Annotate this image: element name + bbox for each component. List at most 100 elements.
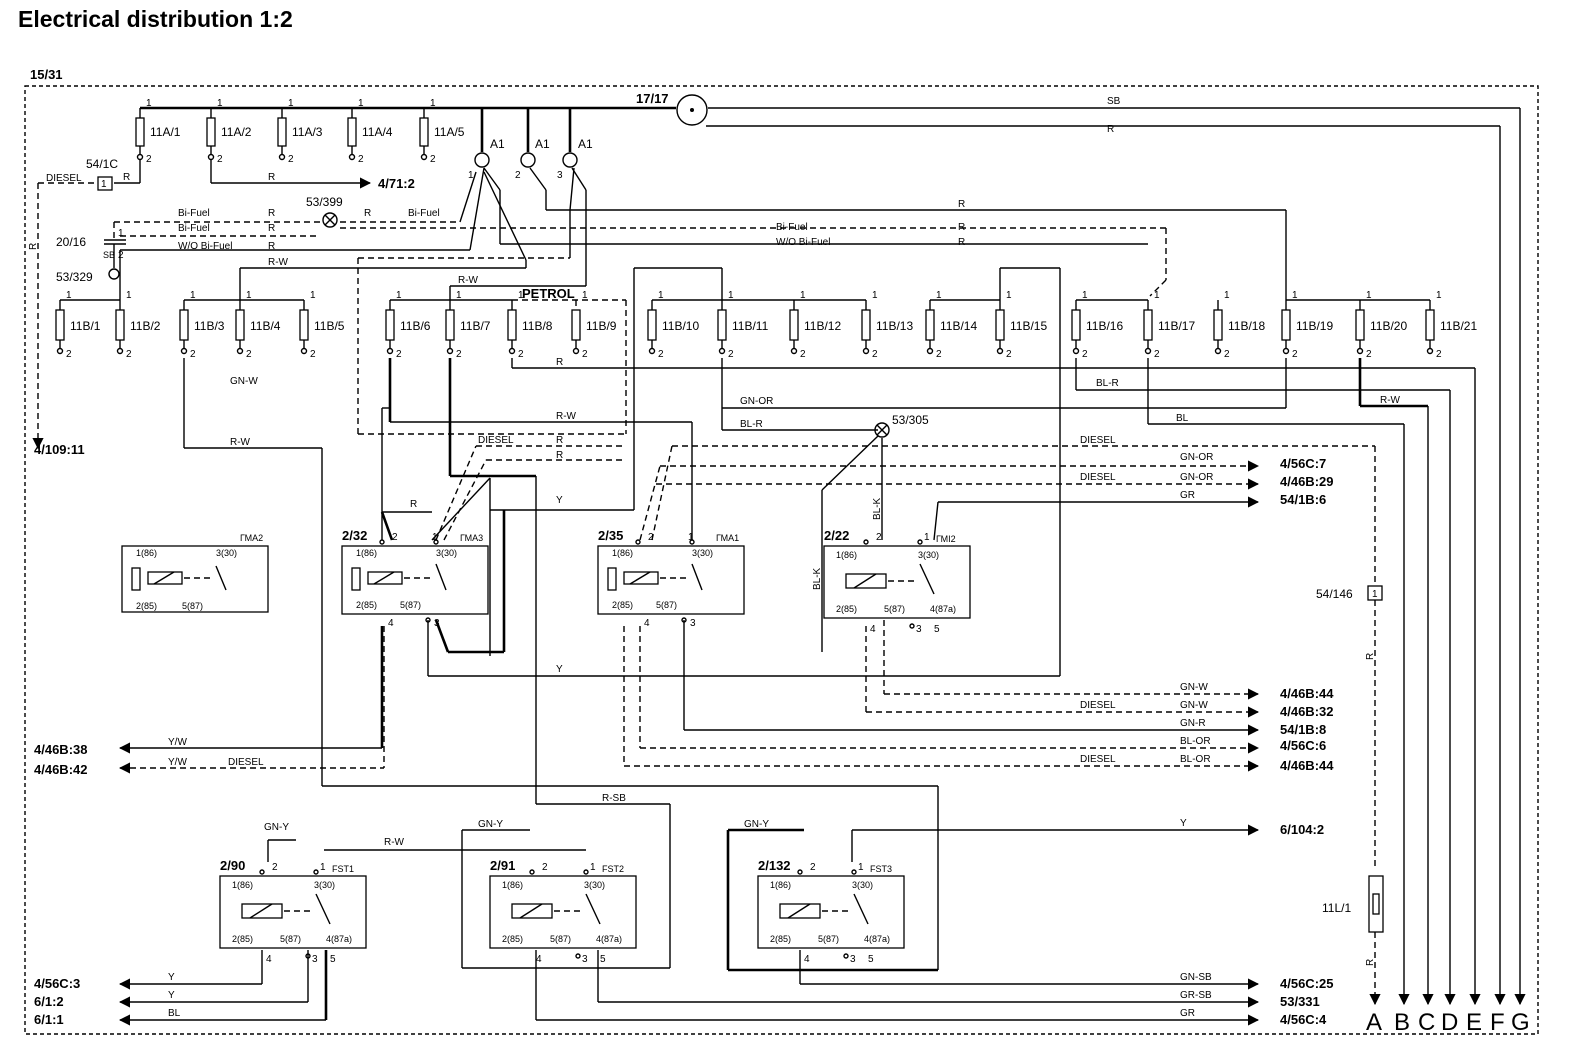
svg-text:1: 1 — [728, 290, 734, 301]
component-53-305: 53/305 — [892, 413, 929, 427]
svg-text:Y: Y — [168, 972, 175, 983]
svg-text:3(30): 3(30) — [692, 548, 713, 558]
svg-text:R-W: R-W — [268, 257, 289, 268]
svg-text:R-W: R-W — [384, 837, 405, 848]
svg-text:1: 1 — [432, 532, 438, 543]
bus-letter-f: F — [1490, 1009, 1505, 1036]
svg-text:1: 1 — [310, 290, 316, 301]
relay-id-label: 2/132 — [758, 858, 791, 873]
svg-text:1: 1 — [936, 290, 942, 301]
svg-text:1(86): 1(86) — [502, 880, 523, 890]
svg-text:11B/21: 11B/21 — [1440, 319, 1477, 333]
svg-text:5(87): 5(87) — [280, 934, 301, 944]
svg-text:2(85): 2(85) — [356, 600, 377, 610]
svg-text:DIESEL: DIESEL — [46, 173, 82, 184]
fuse-11B-3: 1 2 11B/3 — [179, 290, 225, 360]
svg-text:R: R — [556, 450, 563, 461]
svg-text:BL-K: BL-K — [872, 497, 883, 520]
svg-text:DIESEL: DIESEL — [1080, 435, 1116, 446]
svg-text:4: 4 — [644, 618, 650, 629]
svg-text:2: 2 — [872, 349, 878, 360]
fuse-11A-4: 11A/4 1 2 — [347, 98, 393, 165]
svg-text:1: 1 — [872, 290, 878, 301]
svg-text:1: 1 — [190, 290, 196, 301]
svg-text:R: R — [556, 435, 563, 446]
svg-text:3: 3 — [557, 170, 563, 181]
svg-text:2: 2 — [658, 349, 664, 360]
svg-text:1: 1 — [246, 290, 252, 301]
svg-text:GN-OR: GN-OR — [1180, 472, 1213, 483]
svg-text:2: 2 — [358, 154, 364, 165]
svg-text:11B/3: 11B/3 — [194, 319, 225, 333]
svg-text:11B/2: 11B/2 — [130, 319, 161, 333]
svg-text:2: 2 — [456, 349, 462, 360]
svg-text:DIESEL: DIESEL — [478, 435, 514, 446]
svg-text:3(30): 3(30) — [852, 880, 873, 890]
svg-text:3(30): 3(30) — [216, 548, 237, 558]
svg-text:GN-OR: GN-OR — [740, 396, 773, 407]
svg-text:2: 2 — [542, 862, 548, 873]
svg-text:2(85): 2(85) — [836, 604, 857, 614]
connector-4-46b-42: 4/46B:42 — [34, 762, 87, 777]
svg-text:11B/17: 11B/17 — [1158, 319, 1195, 333]
svg-text:11B/1: 11B/1 — [70, 319, 101, 333]
svg-text:5: 5 — [868, 954, 874, 965]
component-54-146: 54/146 — [1316, 587, 1353, 601]
svg-text:W/O Bi-Fuel: W/O Bi-Fuel — [776, 237, 830, 248]
relay-id-label: 2/91 — [490, 858, 515, 873]
svg-text:DIESEL: DIESEL — [1080, 472, 1116, 483]
fuse-11l-1: 11L/1 — [1322, 901, 1351, 915]
svg-text:1: 1 — [288, 98, 294, 109]
svg-text:3(30): 3(30) — [918, 550, 939, 560]
svg-text:4: 4 — [266, 954, 272, 965]
svg-text:2: 2 — [810, 862, 816, 873]
svg-text:11B/5: 11B/5 — [314, 319, 345, 333]
svg-text:1(86): 1(86) — [136, 548, 157, 558]
svg-text:2: 2 — [582, 349, 588, 360]
connector-4-46b-44-b: 4/46B:44 — [1280, 758, 1334, 773]
fuse-11B-7: 1 2 11B/7 — [445, 290, 491, 360]
connector-6-104-2: 6/104:2 — [1280, 822, 1324, 837]
svg-text:1: 1 — [456, 290, 462, 301]
svg-text:5(87): 5(87) — [884, 604, 905, 614]
svg-text:3(30): 3(30) — [314, 880, 335, 890]
svg-text:1: 1 — [396, 290, 402, 301]
connector-4-46b-44-a: 4/46B:44 — [1280, 686, 1334, 701]
component-53-329: 53/329 — [56, 270, 93, 284]
connector-4-56c-25: 4/56C:25 — [1280, 976, 1333, 991]
svg-text:11A/2: 11A/2 — [221, 125, 252, 139]
svg-text:Bi-Fuel: Bi-Fuel — [776, 222, 808, 233]
connector-4-46b-32: 4/46B:32 — [1280, 704, 1333, 719]
connector-4-56c-7: 4/56C:7 — [1280, 456, 1326, 471]
svg-text:Bi-Fuel: Bi-Fuel — [178, 223, 210, 234]
svg-text:11B/7: 11B/7 — [460, 319, 491, 333]
wire-color-sb: SB — [1107, 96, 1121, 107]
svg-text:2: 2 — [146, 154, 152, 165]
svg-text:2: 2 — [246, 349, 252, 360]
svg-text:1(86): 1(86) — [836, 550, 857, 560]
svg-text:1: 1 — [1436, 290, 1442, 301]
svg-text:Bi-Fuel: Bi-Fuel — [408, 208, 440, 219]
svg-text:Y: Y — [168, 990, 175, 1001]
svg-text:R: R — [556, 357, 563, 368]
svg-text:2: 2 — [118, 250, 124, 261]
fuse-11A-3: 11A/3 1 2 — [277, 98, 323, 165]
svg-text:4(87a): 4(87a) — [326, 934, 352, 944]
svg-text:2: 2 — [190, 349, 196, 360]
svg-text:4(87a): 4(87a) — [930, 604, 956, 614]
svg-text:11B/19: 11B/19 — [1296, 319, 1333, 333]
svg-text:4: 4 — [388, 618, 394, 629]
relay-id-label: 2/90 — [220, 858, 245, 873]
svg-text:R: R — [28, 243, 39, 250]
